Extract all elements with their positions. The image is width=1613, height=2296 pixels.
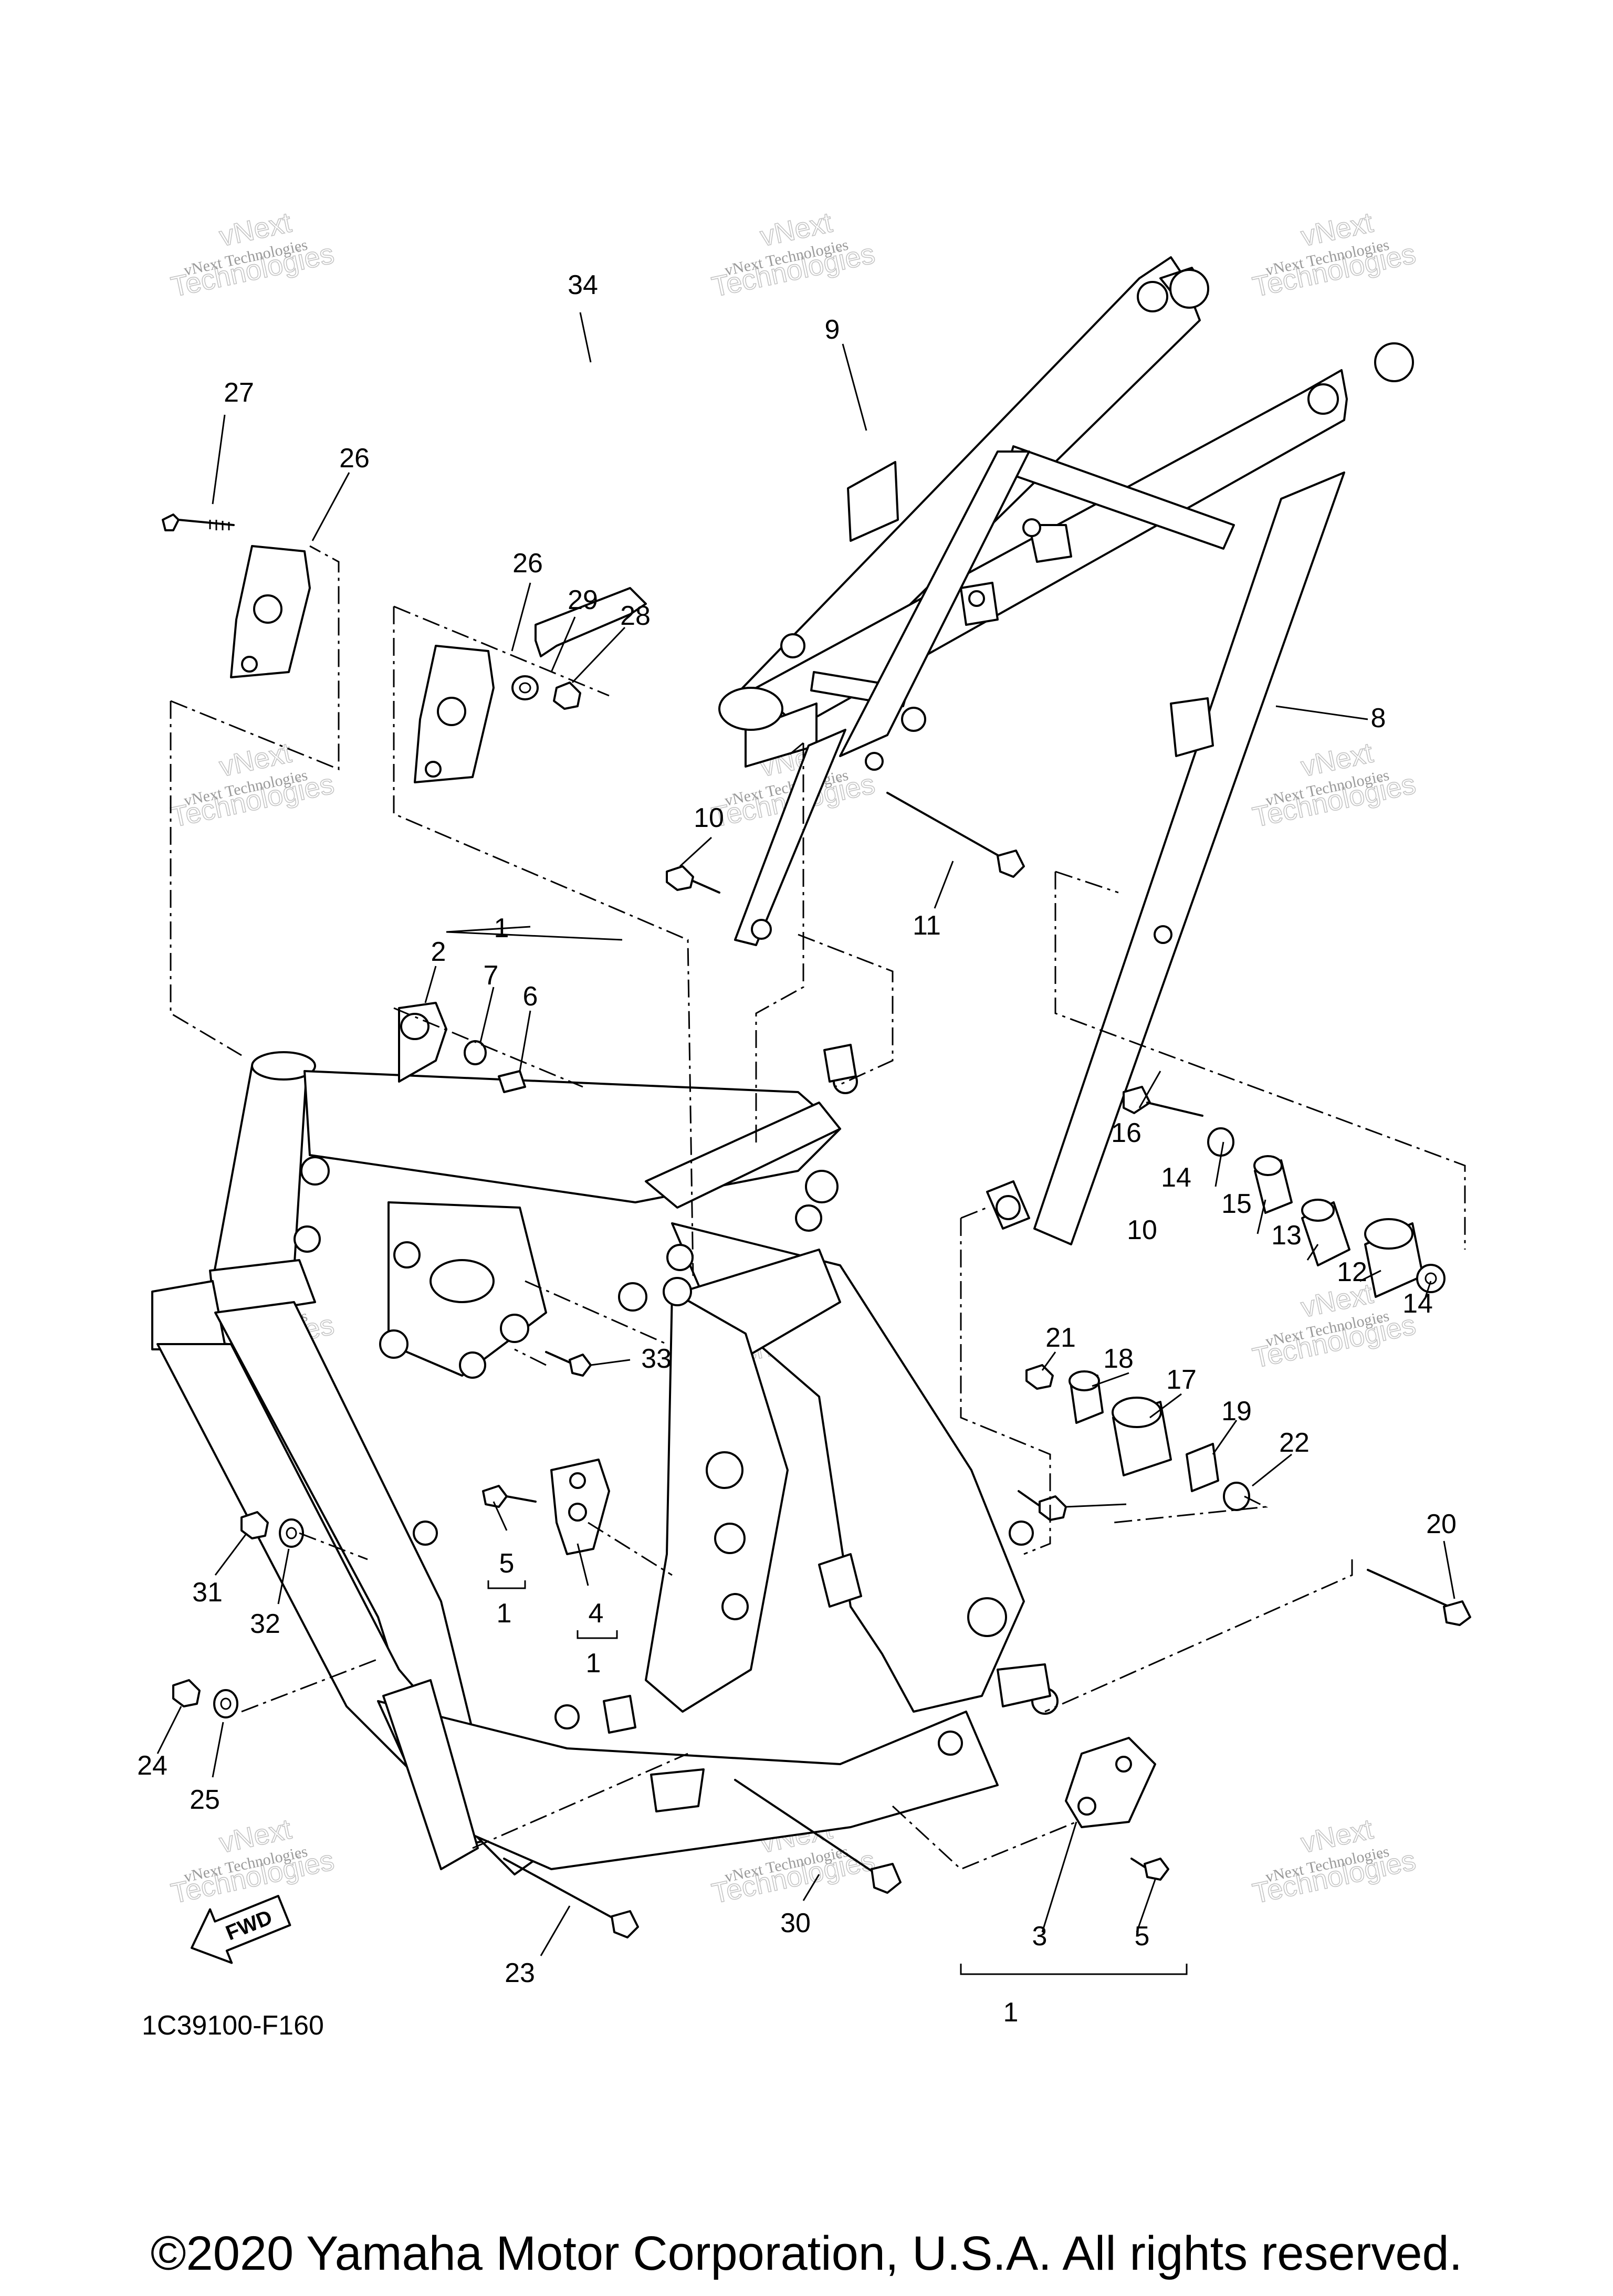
callout-11: 11 [913,910,941,941]
callout-28: 28 [620,601,651,631]
diagram-code: 1C39100-F160 [142,2010,324,2041]
callout-17: 17 [1166,1365,1197,1395]
callout-9: 9 [825,314,840,345]
callout-10: 10 [1127,1215,1157,1245]
callout-34: 34 [568,270,598,300]
callout-26: 26 [512,548,543,579]
callout-30: 30 [780,1908,811,1938]
callout-25: 25 [190,1785,220,1815]
callout-27: 27 [224,378,254,408]
callout-5: 5 [1135,1921,1150,1952]
callout-19: 19 [1221,1396,1252,1427]
callout-24: 24 [137,1750,167,1781]
callout-8: 8 [1371,703,1386,733]
callout-5: 5 [499,1548,515,1579]
callout-1: 1 [1003,1997,1019,2028]
callout-layer: 3492726262928810111276161415131214102118… [137,270,1457,2028]
callout-6: 6 [523,981,538,1012]
callout-33: 33 [641,1344,672,1374]
callout-12: 12 [1337,1257,1367,1287]
parts-detail [162,461,1471,1938]
callout-4: 4 [589,1598,604,1629]
callout-1: 1 [497,1598,512,1629]
callout-7: 7 [484,960,499,991]
callout-23: 23 [505,1958,535,1988]
callout-20: 20 [1426,1509,1457,1539]
callout-10: 10 [694,803,724,833]
main-frame [151,1044,1059,1875]
callout-21: 21 [1045,1323,1076,1353]
leader-lines [156,312,1455,1975]
copyright-notice: ©2020 Yamaha Motor Corporation, U.S.A. A… [150,2227,1463,2280]
callout-22: 22 [1279,1428,1310,1458]
callout-26: 26 [339,443,370,474]
callout-18: 18 [1103,1344,1134,1374]
callout-13: 13 [1271,1220,1302,1251]
callout-1: 1 [586,1648,601,1679]
alignment-lines [170,545,1466,1870]
callout-15: 15 [1221,1189,1252,1219]
callout-1: 1 [494,913,509,943]
callout-16: 16 [1111,1118,1141,1148]
callout-2: 2 [431,937,446,967]
callout-29: 29 [568,585,598,615]
callout-32: 32 [250,1609,280,1639]
callout-3: 3 [1032,1921,1048,1952]
callout-14: 14 [1402,1288,1433,1319]
callout-31: 31 [192,1577,223,1608]
rear-subframe [718,256,1414,1245]
callout-14: 14 [1161,1162,1191,1193]
